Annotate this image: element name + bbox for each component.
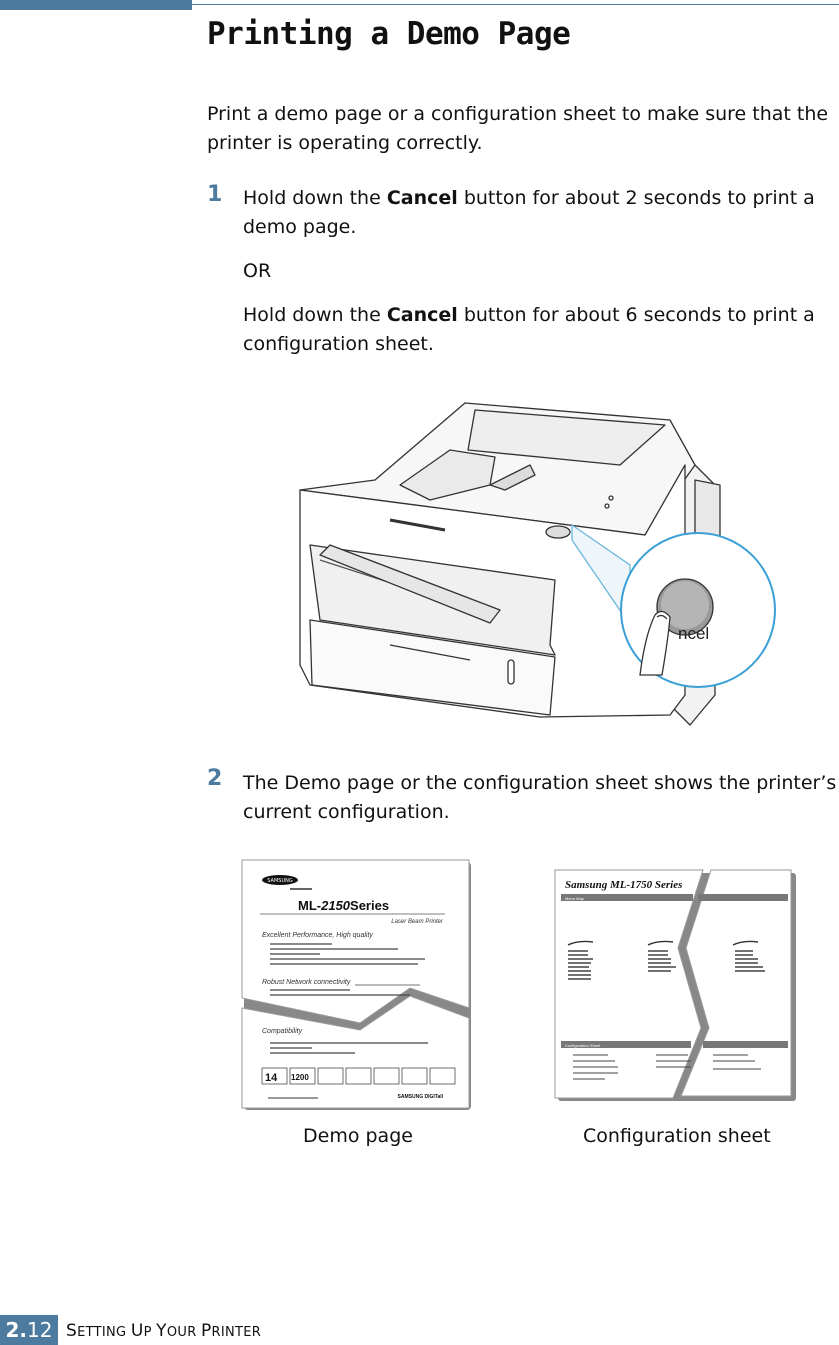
demo-section-3: Compatibility [262, 1028, 303, 1035]
configuration-sheet-illustration: Samsung ML-1750 Series Menu Map Configur… [554, 869, 796, 1101]
step-2-number: 2 [207, 766, 223, 791]
svg-text:1200: 1200 [291, 1073, 309, 1082]
demo-section-2: Robust Network connectivity [262, 979, 351, 986]
svg-text:Configuration Sheet: Configuration Sheet [565, 1043, 601, 1048]
demo-section-1: Excellent Performance, High quality [262, 932, 373, 939]
cancel-keyword: Cancel [386, 304, 458, 326]
svg-text:Menu Map: Menu Map [565, 896, 585, 901]
footer-section-title: SETTING UP YOUR PRINTER [66, 1321, 262, 1341]
demo-brand: SAMSUNG [267, 878, 293, 884]
printer-illustration: ncel [299, 402, 776, 726]
intro-paragraph: Print a demo page or a configuration she… [207, 103, 829, 154]
demo-footer-brand: SAMSUNG DIGITall [398, 1094, 444, 1100]
caption-configuration-sheet: Configuration sheet [583, 1125, 771, 1147]
cancel-button-label: ncel [678, 624, 709, 643]
header-rule [192, 4, 839, 5]
cancel-keyword: Cancel [386, 187, 458, 209]
svg-text:ML-2150Series: ML-2150Series [298, 898, 389, 913]
step-2-text: The Demo page or the configuration sheet… [243, 772, 837, 823]
page-number: 2.12 [0, 1315, 58, 1345]
demo-subtitle: Laser Beam Printer [391, 919, 444, 925]
step-1-alt-text: Hold down the Cancel button for about 6 … [243, 304, 815, 355]
demo-page-illustration: SAMSUNG ML-2150Series Laser Beam Printer… [241, 859, 471, 1110]
step-1-or: OR [243, 260, 272, 282]
page-title: Printing a Demo Page [207, 16, 571, 52]
config-title: Samsung ML-1750 Series [565, 879, 682, 891]
step-1-number: 1 [207, 182, 223, 207]
step-1-text: Hold down the Cancel button for about 2 … [243, 187, 815, 238]
header-accent-bar [0, 0, 192, 10]
svg-text:14: 14 [265, 1072, 278, 1084]
caption-demo-page: Demo page [303, 1125, 413, 1147]
